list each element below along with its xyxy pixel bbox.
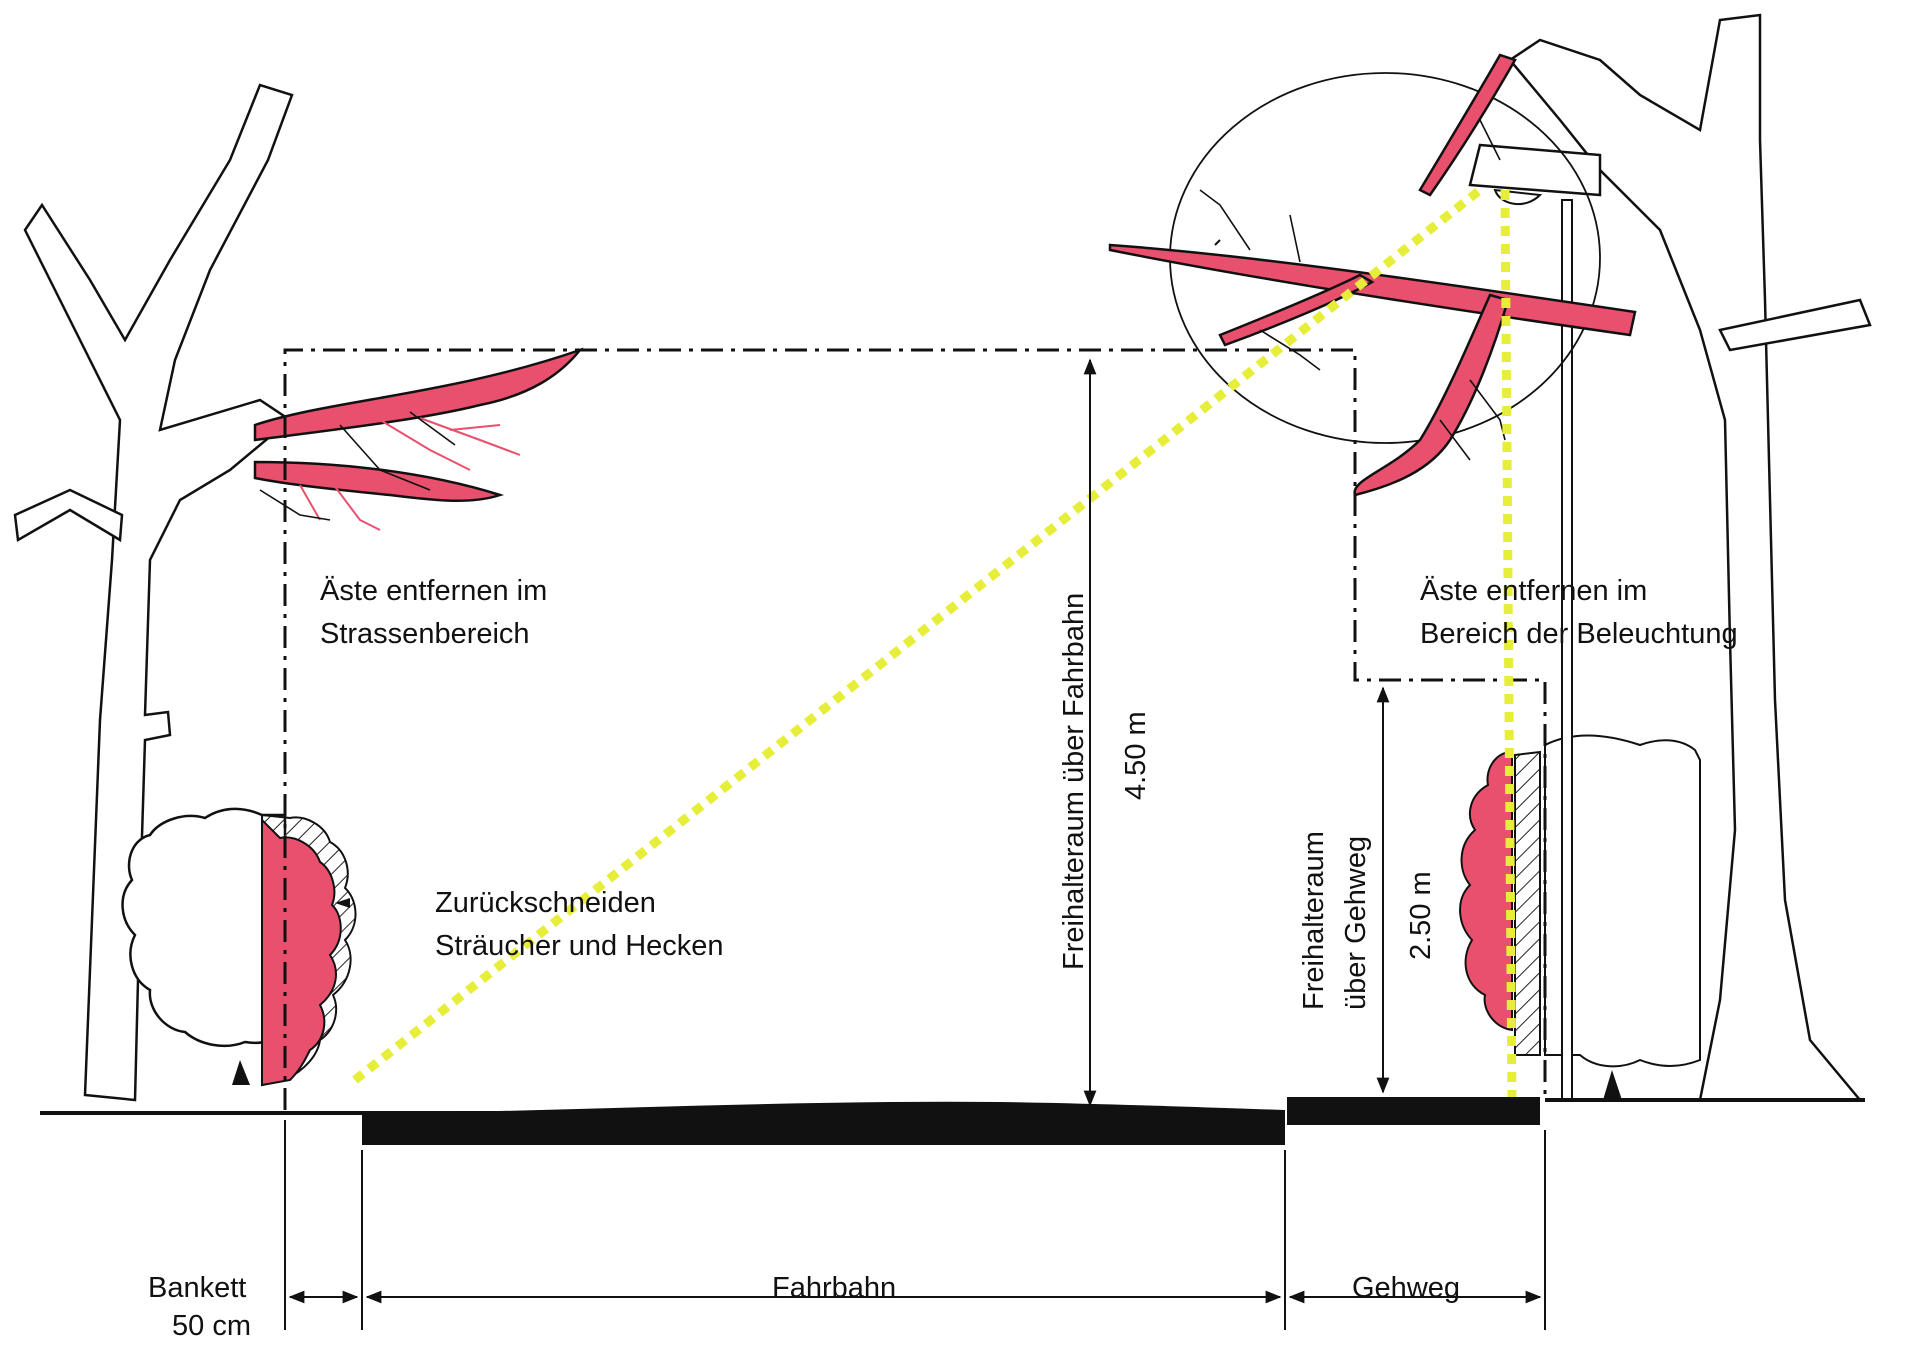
clearance-walk-line1: Freihalteraum: [1298, 831, 1330, 1010]
bankett-label: Bankett: [148, 1272, 246, 1304]
trim-shrubs-line1: Zurückschneiden: [435, 887, 656, 919]
roadway-surface: [362, 1101, 1285, 1145]
lighting-area-cut-branches: [1108, 53, 1637, 497]
bottom-dimensions: [284, 1120, 1546, 1330]
street-lamp: [1468, 143, 1602, 1101]
gehweg-label: Gehweg: [1352, 1272, 1460, 1304]
clearance-road-label: Freihalteraum über Fahrbahn: [1058, 593, 1090, 970]
ground: [40, 1097, 1865, 1145]
right-tree: [1508, 13, 1872, 1102]
fahrbahn-label: Fahrbahn: [772, 1272, 896, 1304]
bankett-width: 50 cm: [172, 1310, 251, 1342]
clearance-envelope: [283, 348, 1547, 1110]
remove-branches-road-line2: Strassenbereich: [320, 618, 530, 650]
left-shrub: [121, 807, 357, 1087]
clearance-walk-line2: über Gehweg: [1340, 836, 1372, 1010]
remove-branches-light-line2: Bereich der Beleuchtung: [1420, 618, 1738, 650]
clearance-road-height: 4.50 m: [1120, 711, 1152, 800]
right-shrub: [1459, 734, 1701, 1100]
trim-shrubs-line2: Sträucher und Hecken: [435, 930, 724, 962]
remove-branches-road-line1: Äste entfernen im: [320, 575, 547, 607]
left-tree: [13, 83, 294, 1102]
light-beam: [352, 186, 1517, 1101]
clearance-walk-height: 2.50 m: [1405, 871, 1437, 960]
sidewalk-surface: [1287, 1097, 1540, 1125]
left-tree-cut-branches: [253, 347, 584, 531]
remove-branches-light-line1: Äste entfernen im: [1420, 575, 1647, 607]
